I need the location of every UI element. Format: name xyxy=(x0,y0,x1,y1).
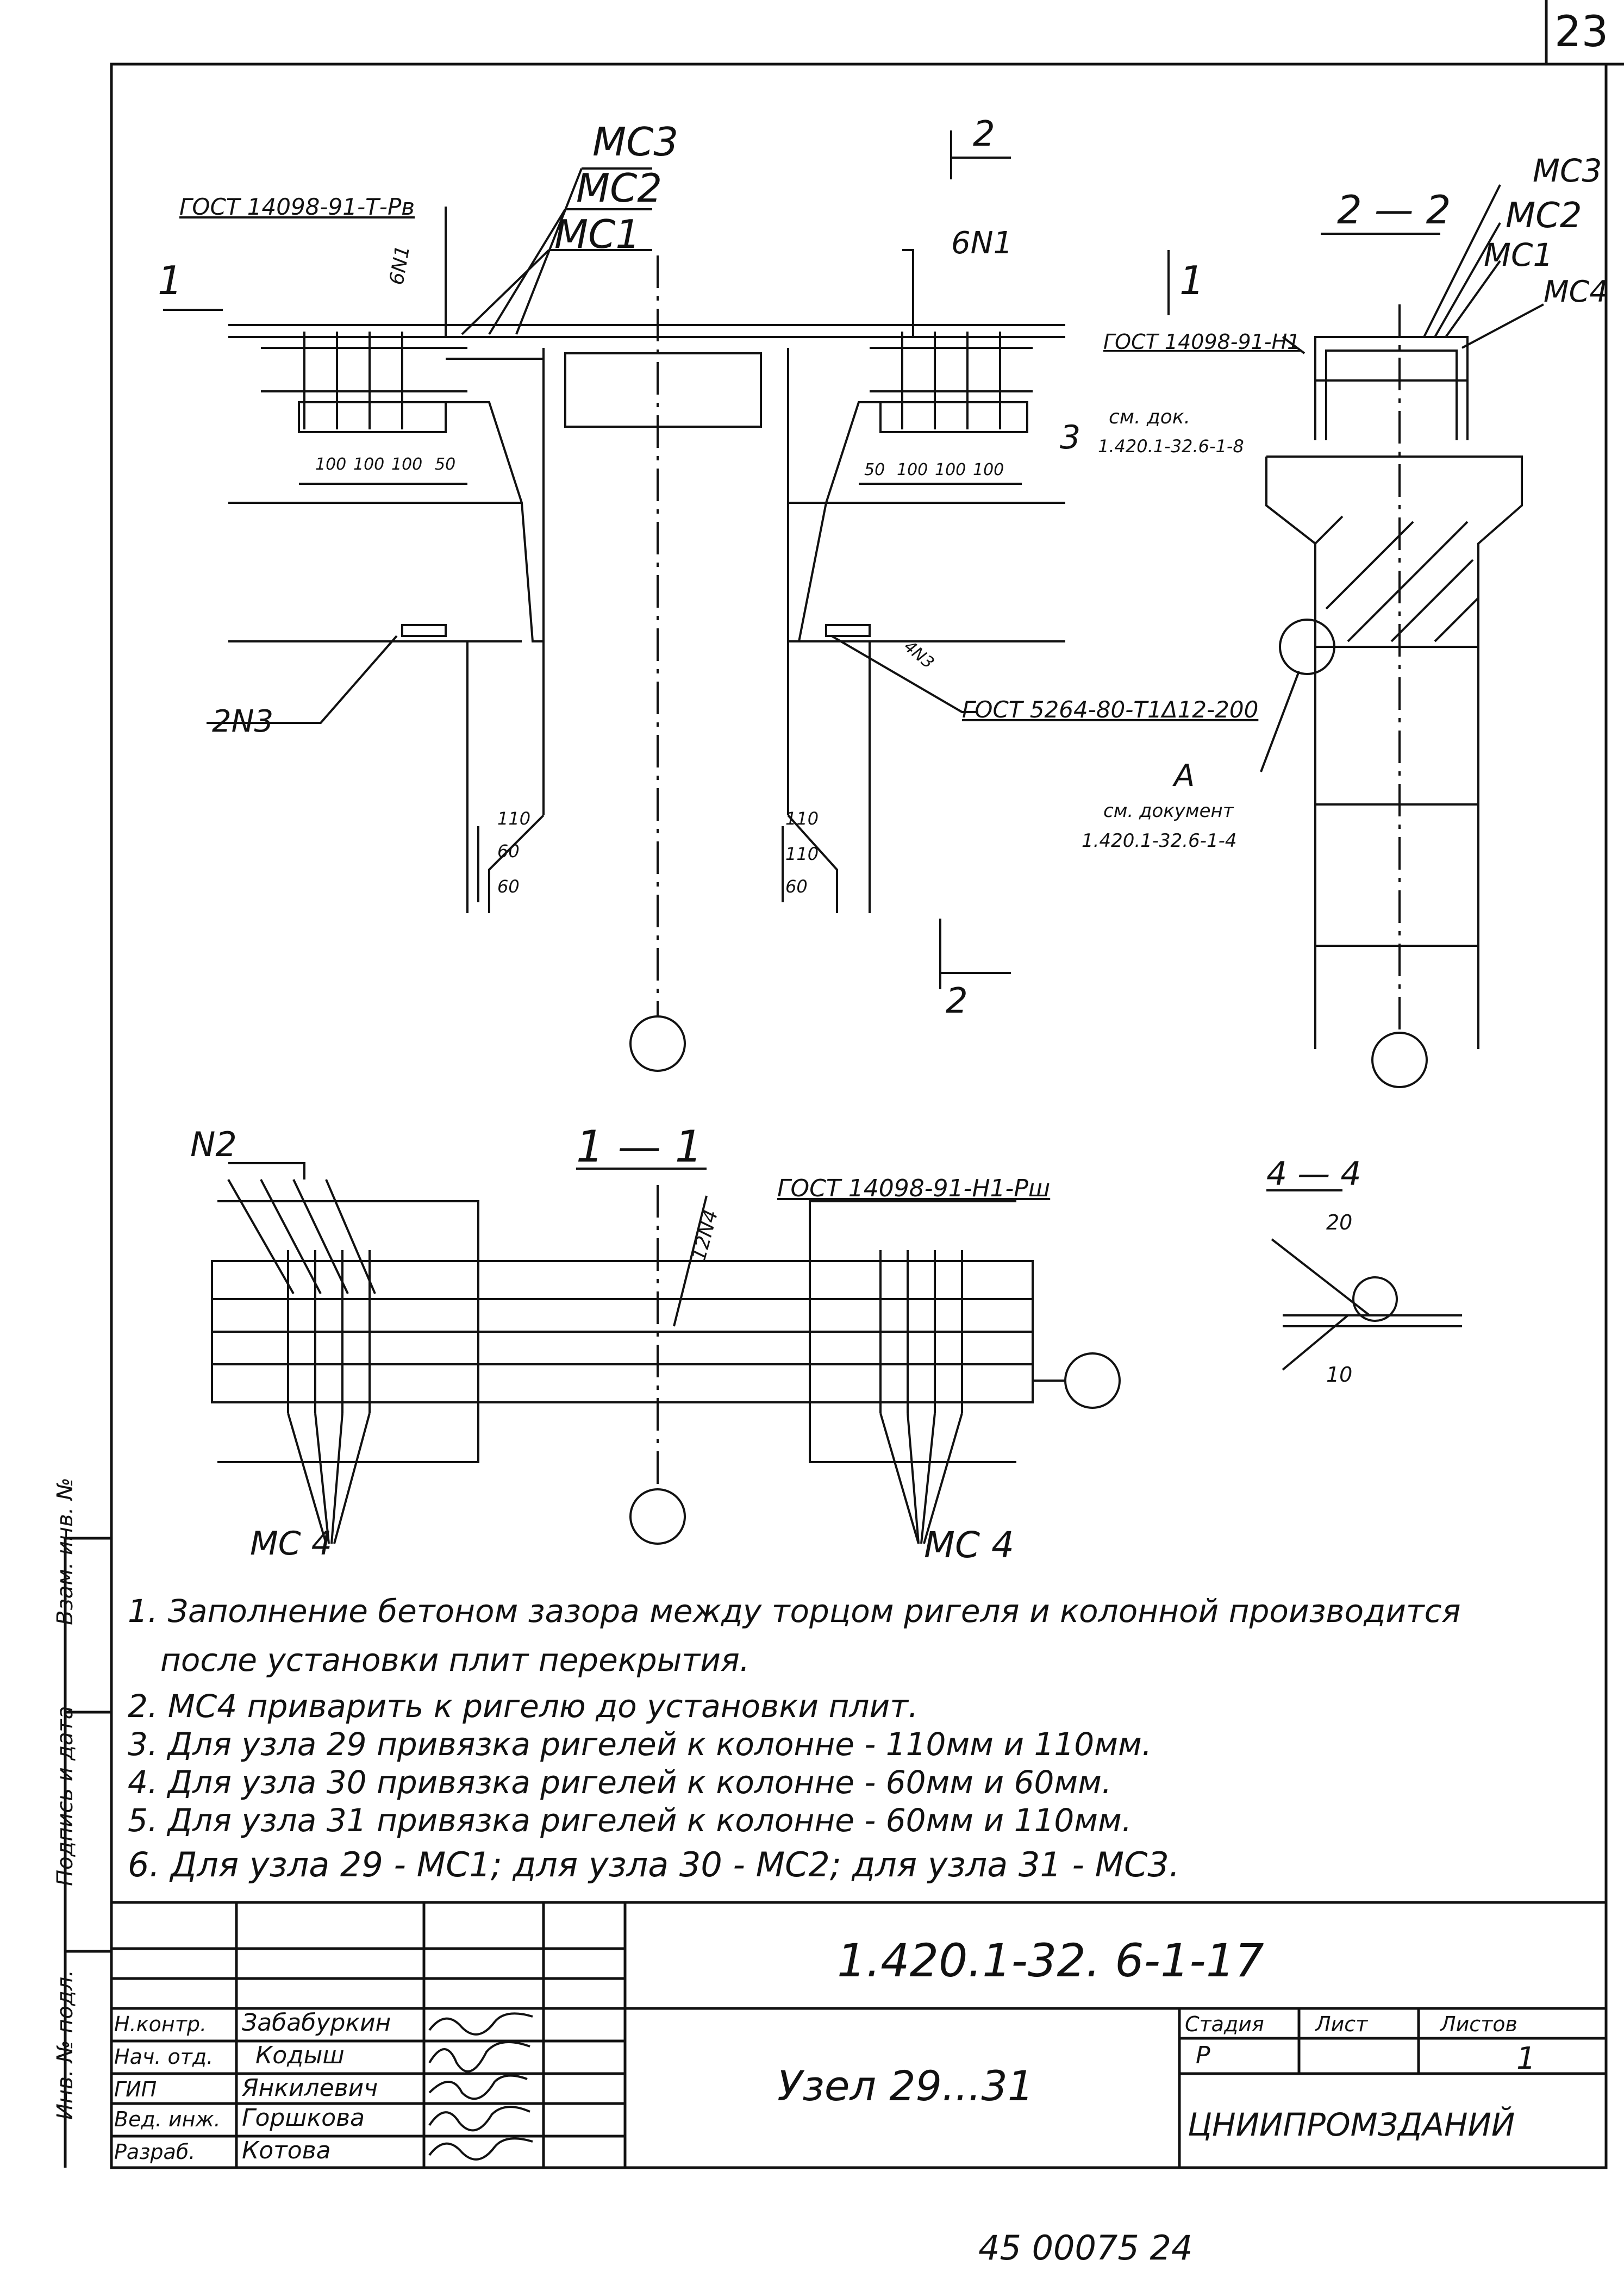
dim-60-left-a: 60 xyxy=(497,841,520,862)
label-ms2-right: МС2 xyxy=(1506,196,1582,236)
label-gost-top: ГОСТ 14098-91-Т-Рв xyxy=(179,194,415,220)
sheets-label: Листов xyxy=(1440,2012,1517,2036)
note-6: 6. Для узла 29 - МС1; для узла 30 - МС2;… xyxy=(128,1845,1180,1884)
label-ms4-left: МС 4 xyxy=(250,1525,332,1563)
name-3: Горшкова xyxy=(242,2104,365,2132)
sheet-frame xyxy=(110,63,1608,2169)
stage-label: Стадия xyxy=(1185,2012,1264,2036)
ref-a-doc: 1.420.1-32.6-1-4 xyxy=(1082,830,1237,852)
role-3: Вед. инж. xyxy=(114,2107,221,2131)
section-title-4-4: 4 — 4 xyxy=(1266,1155,1361,1193)
side-stamp-inv: Инв. № подл. xyxy=(53,1970,78,2120)
ref-doc: 1.420.1-32.6-1-8 xyxy=(1098,436,1244,457)
section-mark-2-top: 2 xyxy=(973,114,995,154)
label-2n3: 2N3 xyxy=(212,704,274,739)
section-mark-2-bottom: 2 xyxy=(946,981,968,1021)
section-2-2-view xyxy=(1260,184,1544,1088)
note-1: 1. Заполнение бетоном зазора между торцо… xyxy=(128,1593,1461,1630)
dim-10: 10 xyxy=(1326,1363,1353,1387)
note-4: 4. Для узла 30 привязка ригелей к колонн… xyxy=(128,1764,1112,1801)
section-title-1-1: 1 — 1 xyxy=(576,1121,703,1172)
dim-110-right-a: 110 xyxy=(785,808,819,829)
dim-110-right-b: 110 xyxy=(785,844,819,864)
label-ms1-right: МС1 xyxy=(1484,236,1553,273)
dim-110-left: 110 xyxy=(497,808,531,829)
dim-100-d: 100 xyxy=(897,460,928,479)
label-n2: N2 xyxy=(190,1125,237,1164)
section-4-4-view xyxy=(1266,1189,1462,1371)
sheets-value: 1 xyxy=(1516,2041,1536,2076)
organization: ЦНИИПРОМЗДАНИЙ xyxy=(1188,2106,1515,2143)
section-title-2-2: 2 — 2 xyxy=(1337,187,1451,233)
section-1-1-view xyxy=(211,1162,1121,1545)
side-stamp-podpis: Подпись и дата xyxy=(53,1706,78,1886)
label-ms3-top: МС3 xyxy=(592,119,679,165)
note-5: 5. Для узла 31 привязка ригелей к колонн… xyxy=(128,1802,1132,1839)
doc-code: 1.420.1-32. 6-1-17 xyxy=(837,1934,1264,1987)
ref-a: А xyxy=(1174,758,1195,794)
label-6n1-right: 6N1 xyxy=(951,226,1013,261)
ref-see: см. док. xyxy=(1109,406,1190,428)
label-ms4-bottom-right: МС 4 xyxy=(924,1524,1014,1566)
note-2: 2. МС4 приварить к ригелю до установки п… xyxy=(128,1688,919,1725)
label-gost-bottom: ГОСТ 5264-80-Т1Δ12-200 xyxy=(962,696,1259,723)
page-number: 23 xyxy=(1554,8,1609,57)
note-1-cont: после установки плит перекрытия. xyxy=(160,1642,750,1678)
dim-50-b: 50 xyxy=(864,460,885,479)
dim-100-e: 100 xyxy=(935,460,966,479)
label-ms4-right-top: МС4 xyxy=(1544,274,1608,309)
dim-100-b: 100 xyxy=(353,455,385,474)
name-4: Котова xyxy=(242,2137,331,2164)
label-ms2-top: МС2 xyxy=(576,165,663,211)
dim-60-right: 60 xyxy=(785,876,808,897)
title-block-frame xyxy=(111,1901,1606,2168)
label-gost-mid: ГОСТ 14098-91-Н1 xyxy=(1103,330,1301,354)
dim-100-f: 100 xyxy=(973,460,1004,479)
drawing-title: Узел 29...31 xyxy=(777,2062,1034,2110)
name-0: Забабуркин xyxy=(242,2009,391,2037)
side-stamp-vzam: Взам. инв. № xyxy=(53,1477,78,1625)
footer-number: 45 00075 24 xyxy=(978,2228,1193,2268)
name-1: Кодыш xyxy=(255,2042,345,2069)
elevation-view xyxy=(163,130,1170,1072)
name-2: Янкилевич xyxy=(242,2074,378,2102)
label-ms3-right: МС3 xyxy=(1533,152,1602,189)
role-4: Разраб. xyxy=(114,2140,196,2164)
dim-20: 20 xyxy=(1326,1210,1353,1234)
label-3: 3 xyxy=(1060,419,1081,457)
role-2: ГИП xyxy=(114,2077,157,2101)
section-mark-1-top: 1 xyxy=(158,258,183,303)
dim-60-left-b: 60 xyxy=(497,876,520,897)
dim-100-c: 100 xyxy=(391,455,423,474)
dim-50-a: 50 xyxy=(435,455,456,474)
sheet-label: Лист xyxy=(1315,2012,1368,2036)
dim-100-a: 100 xyxy=(315,455,347,474)
role-1: Нач. отд. xyxy=(114,2045,214,2069)
role-0: Н.контр. xyxy=(114,2012,207,2036)
note-3: 3. Для узла 29 привязка ригелей к колонн… xyxy=(128,1726,1152,1763)
stage-value: Р xyxy=(1196,2042,1210,2069)
label-gost-section: ГОСТ 14098-91-Н1-Рш xyxy=(777,1175,1051,1202)
section-mark-1-right: 1 xyxy=(1179,258,1204,303)
label-ms1-top: МС1 xyxy=(554,211,641,257)
ref-a-see: см. документ xyxy=(1103,800,1234,822)
